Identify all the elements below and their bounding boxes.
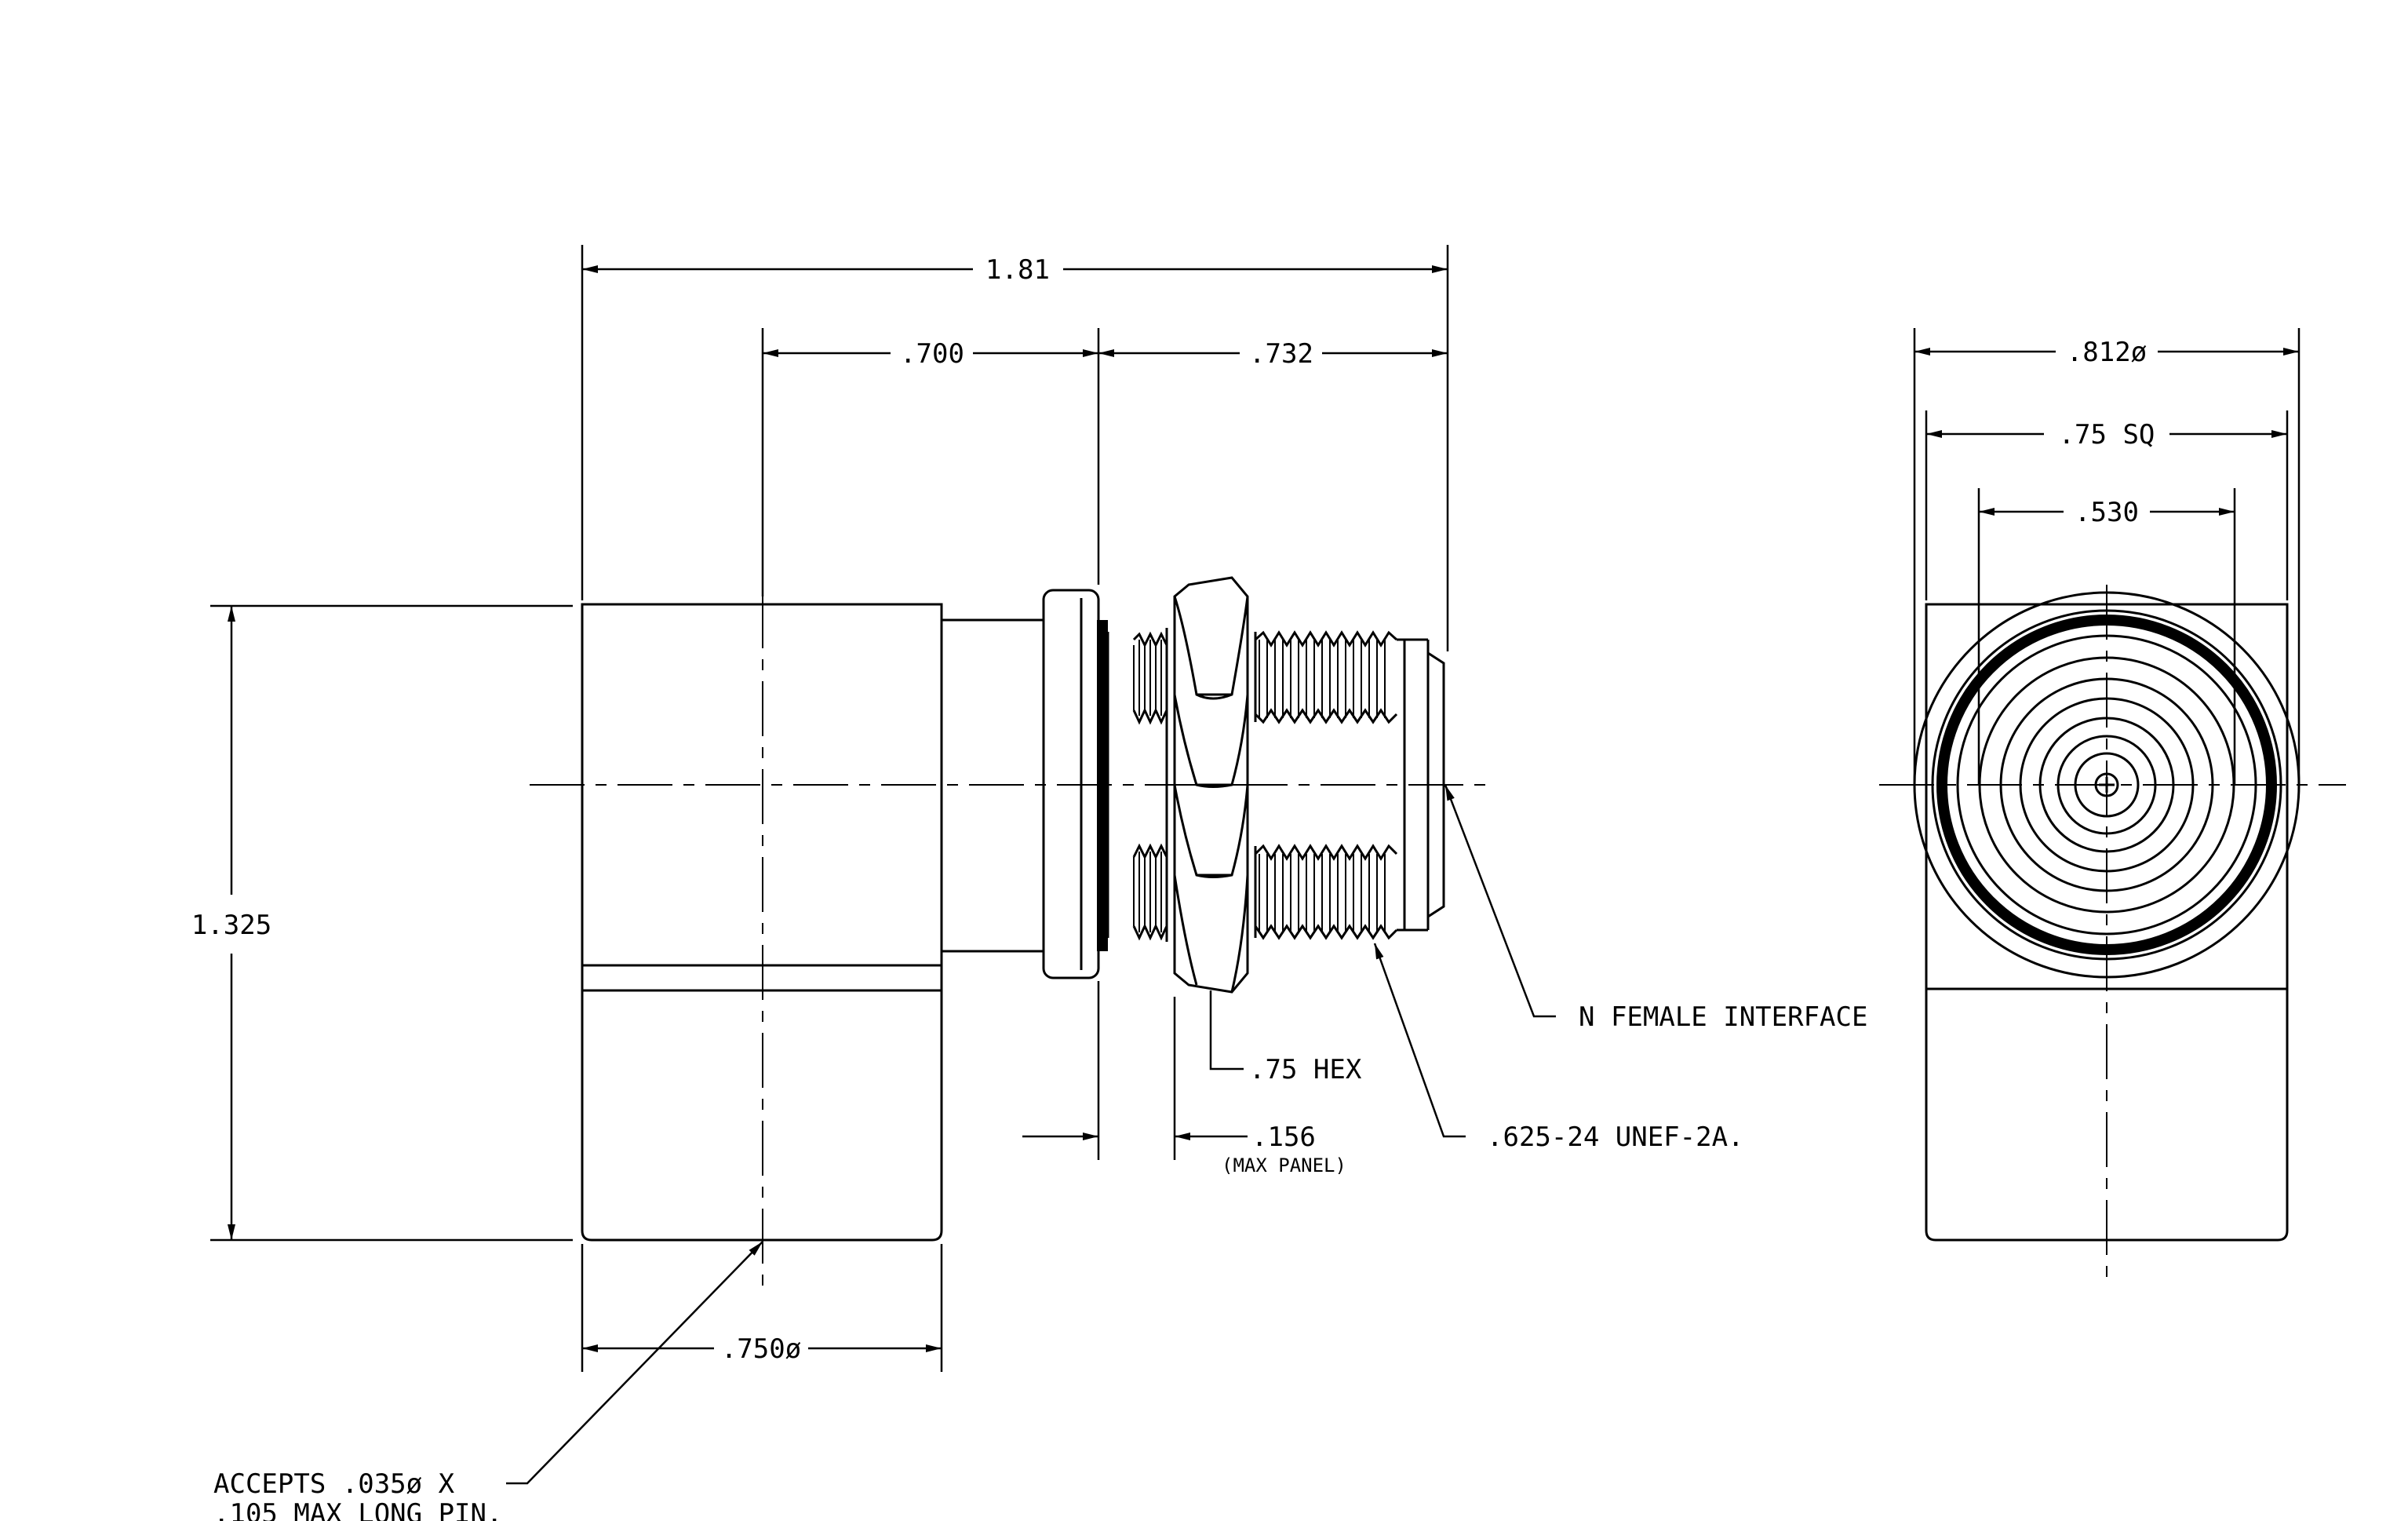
dim-flange-diameter: .812ø: [1914, 337, 2299, 368]
dim-flange-diameter-label: .812ø: [2067, 337, 2147, 368]
thread-lower-left: [1132, 843, 1168, 941]
callout-thread: .625-24 UNEF-2A.: [1373, 943, 1744, 1153]
thread-upper-right: [1254, 630, 1398, 724]
dim-hex-label: .75 HEX: [1249, 1054, 1362, 1085]
dim-body-length: .700: [763, 338, 1098, 370]
dim-height: 1.325: [191, 604, 573, 1242]
dim-body-length-label: .700: [900, 338, 964, 370]
dim-square-label: .75 SQ: [2059, 419, 2155, 450]
dim-front-length-label: .732: [1249, 338, 1313, 370]
callout-interface: N FEMALE INTERFACE: [1444, 784, 1867, 1033]
dim-panel-note: (MAX PANEL): [1222, 1154, 1346, 1176]
side-dimensions: 1.81 .700 .732 1.325 .750ø: [191, 245, 1449, 1372]
dim-panel: .156 (MAX PANEL): [1022, 981, 1346, 1176]
front-square-flange: [1925, 603, 2289, 990]
dim-body-diameter: .750ø: [581, 1244, 943, 1372]
dim-front-length: .732: [1098, 338, 1448, 370]
callout-interface-label: N FEMALE INTERFACE: [1579, 1001, 1867, 1033]
front-view: [1879, 585, 2346, 1287]
callout-pin-line1: ACCEPTS .035ø X: [213, 1468, 455, 1500]
dim-inner-diameter-label: .530: [2075, 497, 2139, 528]
dim-body-diameter-label: .750ø: [721, 1333, 801, 1365]
dim-hex: .75 HEX: [1209, 990, 1362, 1085]
dim-overall-length-label: 1.81: [985, 254, 1050, 286]
dim-square: .75 SQ: [1926, 419, 2287, 450]
neck: [942, 618, 1044, 953]
dim-inner-diameter: .530: [1979, 497, 2235, 528]
dim-overall-length: 1.81: [582, 254, 1448, 286]
callout-thread-label: .625-24 UNEF-2A.: [1487, 1122, 1744, 1153]
dim-panel-label: .156: [1251, 1122, 1316, 1153]
front-dimensions: .812ø .75 SQ .530: [1913, 328, 2301, 785]
callout-pin: ACCEPTS .035ø X .105 MAX LONG PIN.: [213, 1241, 763, 1521]
main-body: [581, 603, 943, 1242]
body-upper-block: [581, 603, 943, 967]
thread-body: [1106, 628, 1168, 942]
side-view: [530, 330, 1491, 1287]
front-lower-body: [1925, 989, 2289, 1242]
thread-upper-left: [1132, 631, 1168, 725]
dim-height-label: 1.325: [191, 910, 271, 941]
hex-nut: [1173, 576, 1249, 994]
front-center-pin: [2094, 772, 2119, 797]
front-gasket-ring: [1936, 615, 2277, 955]
callouts: N FEMALE INTERFACE .625-24 UNEF-2A. ACCE…: [213, 784, 1867, 1521]
interface-nose: [1397, 638, 1445, 932]
body-lower-cylinder: [581, 965, 943, 1242]
thread-lower-right: [1254, 844, 1398, 940]
callout-pin-line2: .105 MAX LONG PIN.: [213, 1498, 502, 1521]
